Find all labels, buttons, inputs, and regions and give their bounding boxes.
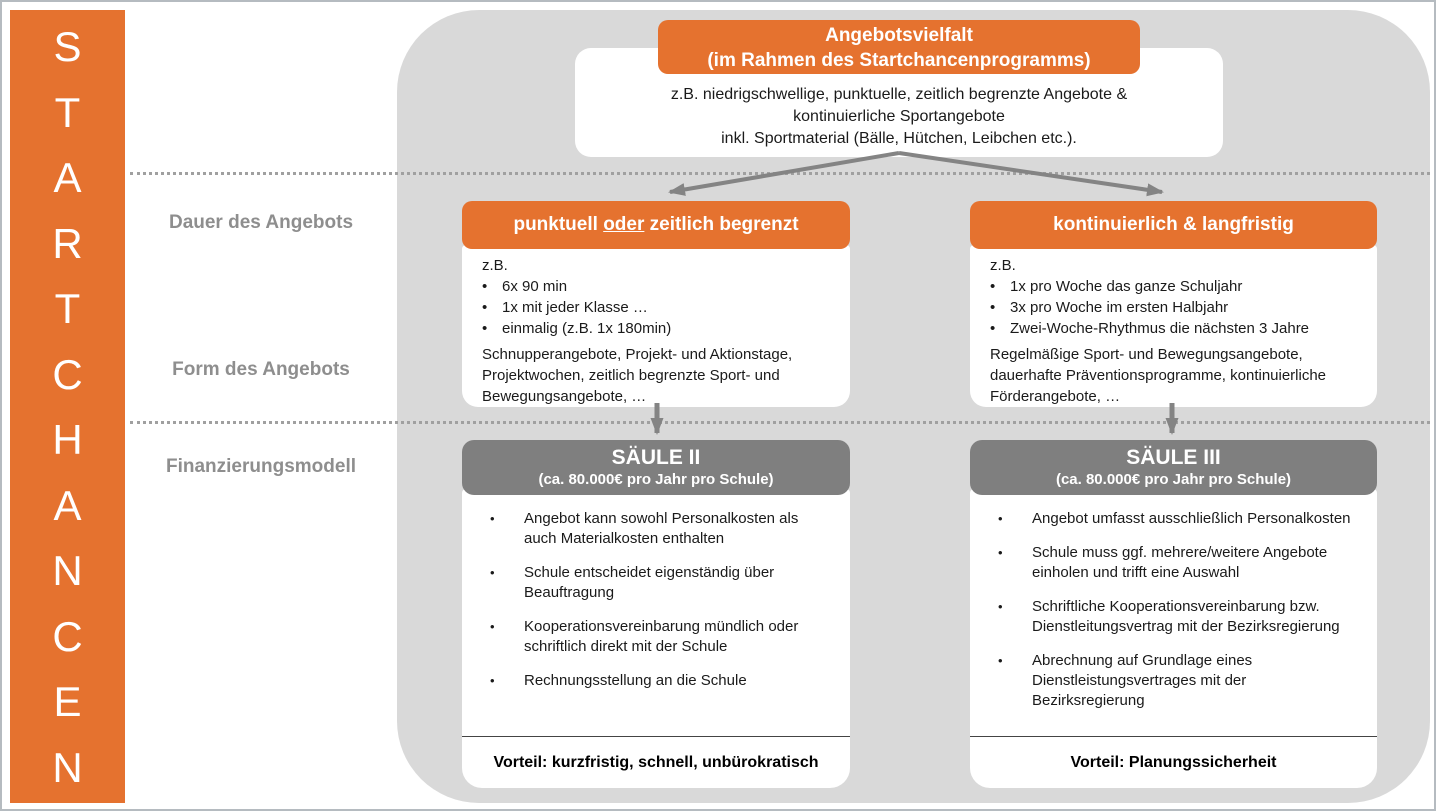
bullet-icon: •: [490, 511, 495, 526]
right-form-paragraph: Regelmäßige Sport- und Bewegungsangebote…: [990, 346, 1327, 405]
offer-variety-title-box: Angebotsvielfalt (im Rahmen des Startcha…: [658, 20, 1140, 74]
offer-variety-line3: inkl. Sportmaterial (Bälle, Hütchen, Lei…: [721, 130, 1077, 147]
right-intro: z.B.: [990, 257, 1016, 274]
left-header-post: zeitlich begrenzt: [644, 214, 799, 235]
list-item: • Angebot umfasst ausschließlich Persona…: [998, 509, 1359, 529]
sidebar-letter: S: [53, 23, 82, 70]
pillar-3-title: SÄULE III: [1126, 446, 1221, 469]
left-column-body: z.B. • 6x 90 min • 1x mit jeder Klasse ……: [462, 245, 850, 407]
sidebar-letter: T: [54, 88, 81, 136]
left-bullet-text: 6x 90 min: [502, 278, 568, 295]
bullet-icon: •: [482, 299, 488, 316]
row-label-form: Form des Angebots: [172, 359, 350, 380]
bullet-icon: •: [998, 511, 1003, 526]
pillar-2-title: SÄULE II: [611, 446, 701, 469]
list-item: • Schule entscheidet eigenständig über B…: [490, 563, 832, 603]
offer-variety-title: Angebotsvielfalt: [825, 25, 973, 46]
sidebar-letter: C: [52, 612, 83, 660]
right-header-post: kontinuierlich & langfristig: [1053, 214, 1294, 235]
pillar-3-bullet-text: Abrechnung auf Grundlage eines Dienstlei…: [1032, 652, 1253, 709]
list-item: • Schule muss ggf. mehrere/weitere Angeb…: [998, 543, 1359, 583]
pillar-3-body: • Angebot umfasst ausschließlich Persona…: [970, 489, 1377, 788]
pillar-2-header: SÄULE II (ca. 80.000€ pro Jahr pro Schul…: [462, 440, 850, 495]
offer-variety-subtitle: (im Rahmen des Startchancenprogramms): [707, 50, 1091, 71]
sidebar-letter: E: [53, 678, 82, 726]
left-column-header: punktuell oder zeitlich begrenzt: [462, 201, 850, 249]
dotted-separator-top: [130, 172, 1430, 175]
left-header-pre: punktuell: [513, 214, 604, 235]
pillar-3-bullet-text: Schriftliche Kooperationsvereinbarung bz…: [1032, 598, 1340, 635]
pillar-2-bullet-text: Rechnungsstellung an die Schule: [524, 672, 747, 689]
sidebar-letter: H: [52, 416, 83, 464]
right-column-header: kontinuierlich & langfristig: [970, 201, 1377, 249]
pillar-2-bullet-text: Schule entscheidet eigenständig über Bea…: [524, 564, 775, 601]
left-header-underlined: oder: [603, 214, 645, 235]
pillar-2-bullet-text: Angebot kann sowohl Personalkosten als a…: [524, 510, 799, 547]
bullet-icon: •: [998, 545, 1003, 560]
right-bullet-text: 3x pro Woche im ersten Halbjahr: [1010, 299, 1229, 316]
offer-variety-line2: kontinuierliche Sportangebote: [793, 108, 1005, 125]
pillar-2-advantage: Vorteil: kurzfristig, schnell, unbürokra…: [462, 736, 850, 788]
list-item: • Kooperationsvereinbarung mündlich oder…: [490, 617, 832, 657]
sidebar-letter: A: [53, 481, 82, 529]
pillar-3-bullet-text: Schule muss ggf. mehrere/weitere Angebot…: [1032, 544, 1328, 581]
sidebar-letter: N: [52, 547, 83, 595]
bullet-icon: •: [490, 565, 495, 580]
left-bullet-text: einmalig (z.B. 1x 180min): [502, 320, 672, 337]
left-intro: z.B.: [482, 257, 508, 274]
sidebar-letter: N: [52, 743, 83, 791]
pillar-3-bullet-text: Angebot umfasst ausschließlich Personalk…: [1032, 510, 1351, 527]
bullet-icon: •: [490, 673, 495, 688]
right-column-body: z.B. • 1x pro Woche das ganze Schuljahr …: [970, 245, 1377, 407]
sidebar-letter: R: [52, 219, 83, 267]
list-item: • Zwei-Woche-Rhythmus die nächsten 3 Jah…: [990, 318, 1365, 339]
bullet-icon: •: [482, 320, 488, 337]
list-item: • 3x pro Woche im ersten Halbjahr: [990, 297, 1365, 318]
list-item: • 1x mit jeder Klasse …: [482, 297, 838, 318]
dotted-separator-bottom: [130, 421, 1430, 424]
pillar-3-header: SÄULE III (ca. 80.000€ pro Jahr pro Schu…: [970, 440, 1377, 495]
bullet-icon: •: [998, 599, 1003, 614]
sidebar-letter: A: [53, 154, 82, 202]
sidebar-startchancen: S T A R T C H A N C E N: [10, 10, 125, 803]
list-item: • Angebot kann sowohl Personalkosten als…: [490, 509, 832, 549]
list-item: • einmalig (z.B. 1x 180min): [482, 318, 838, 339]
bullet-icon: •: [990, 320, 996, 337]
list-item: • 6x 90 min: [482, 276, 838, 297]
bullet-icon: •: [990, 299, 996, 316]
pillar-3-advantage: Vorteil: Planungssicherheit: [970, 736, 1377, 788]
bullet-icon: •: [490, 619, 495, 634]
offer-variety-line1: z.B. niedrigschwellige, punktuelle, zeit…: [670, 86, 1128, 103]
pillar-2-bullet-text: Kooperationsvereinbarung mündlich oder s…: [524, 618, 799, 655]
pillar-2-subtitle: (ca. 80.000€ pro Jahr pro Schule): [538, 471, 774, 488]
right-bullet-text: Zwei-Woche-Rhythmus die nächsten 3 Jahre: [1010, 320, 1310, 337]
pillar-2-body: • Angebot kann sowohl Personalkosten als…: [462, 489, 850, 788]
list-item: • Rechnungsstellung an die Schule: [490, 671, 832, 691]
list-item: • Schriftliche Kooperationsvereinbarung …: [998, 597, 1359, 637]
sidebar-letter: C: [52, 350, 83, 398]
bullet-icon: •: [998, 653, 1003, 668]
left-bullet-text: 1x mit jeder Klasse …: [502, 299, 648, 316]
pillar-2-bullets: • Angebot kann sowohl Personalkosten als…: [462, 489, 850, 736]
row-label-financing: Finanzierungsmodell: [165, 456, 357, 477]
pillar-3-bullets: • Angebot umfasst ausschließlich Persona…: [970, 489, 1377, 736]
right-bullet-text: 1x pro Woche das ganze Schuljahr: [1010, 278, 1243, 295]
left-form-paragraph: Schnupperangebote, Projekt- und Aktionst…: [482, 346, 793, 405]
bullet-icon: •: [482, 278, 488, 295]
list-item: • Abrechnung auf Grundlage eines Dienstl…: [998, 651, 1359, 711]
sidebar-letter: T: [54, 285, 81, 333]
pillar-3-subtitle: (ca. 80.000€ pro Jahr pro Schule): [1055, 471, 1292, 488]
row-label-duration: Dauer des Angebots: [168, 212, 354, 233]
bullet-icon: •: [990, 278, 996, 295]
list-item: • 1x pro Woche das ganze Schuljahr: [990, 276, 1365, 297]
